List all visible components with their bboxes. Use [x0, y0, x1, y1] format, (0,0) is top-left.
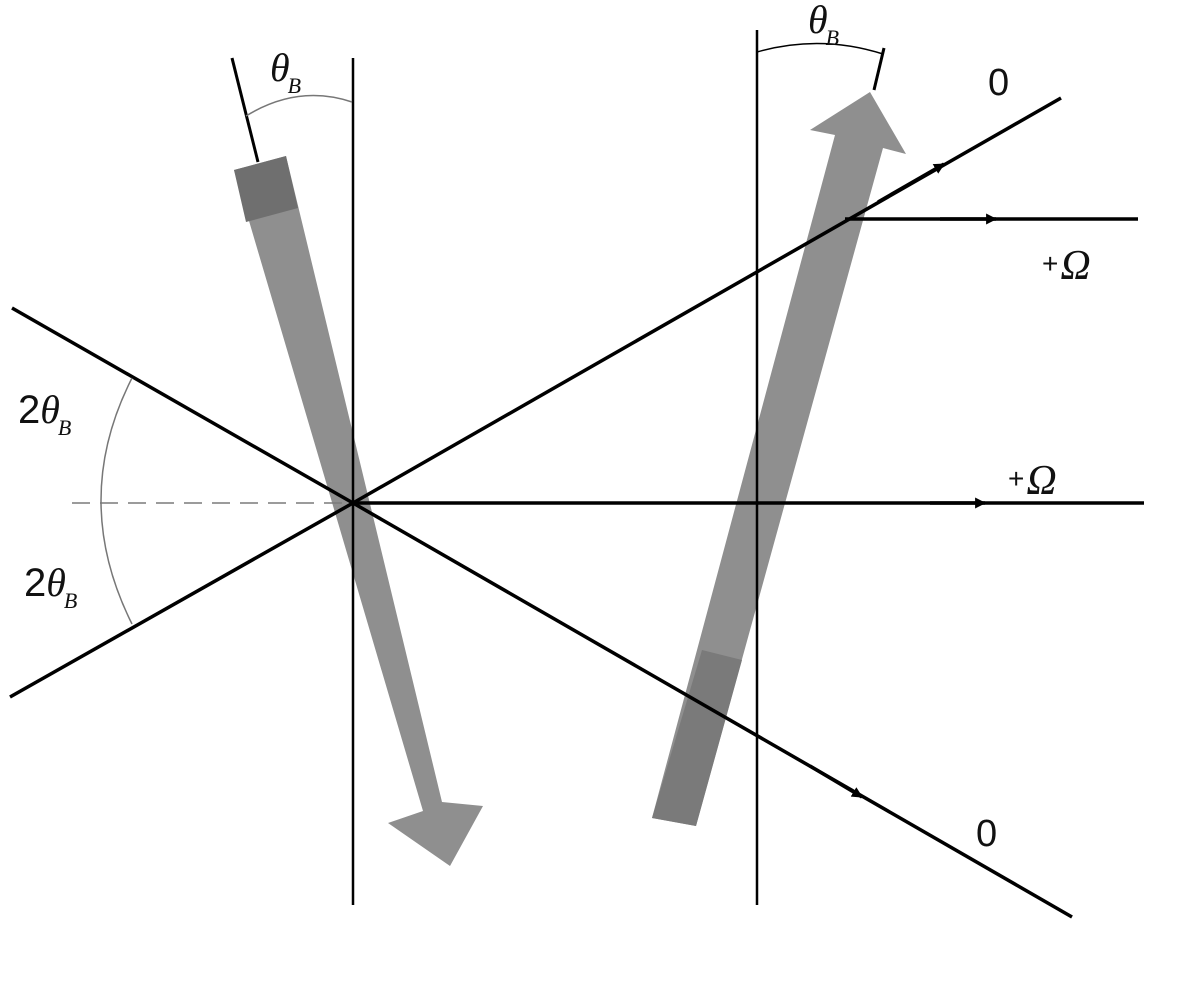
- label-order-zero-upper: 0: [988, 62, 1010, 104]
- label-two-theta-b-upper: 2θB: [18, 387, 71, 439]
- left-theta-arc: [245, 94, 353, 117]
- right-angle-tick: [872, 47, 886, 91]
- beam-arrows: [234, 92, 906, 866]
- theta-symbol: θ: [808, 0, 828, 42]
- ray-upper-zero-order-arrow: [877, 162, 945, 204]
- theta-subscript: B: [63, 588, 78, 613]
- label-order-zero-lower: 0: [976, 813, 998, 855]
- incident-beam-dark-tip: [234, 156, 298, 222]
- two-digit: 2: [24, 561, 47, 605]
- reflected-beam-dark-end: [652, 650, 742, 826]
- label-theta-b-left: θB: [270, 45, 301, 97]
- label-plus-omega-middle: +Ω: [1008, 460, 1057, 502]
- label-two-theta-b-lower: 2θB: [24, 560, 77, 612]
- double-theta-arc: [100, 377, 133, 625]
- ray-upper-zero-order: [352, 96, 1062, 505]
- label-plus-omega-upper: +Ω: [1042, 245, 1091, 287]
- reflected-beam-arrow: [652, 92, 906, 826]
- plus-sign: +: [1042, 248, 1059, 279]
- omega-symbol: Ω: [1026, 458, 1057, 504]
- plus-sign: +: [1008, 463, 1025, 494]
- label-theta-b-right: θB: [808, 0, 839, 49]
- theta-symbol: θ: [46, 560, 66, 605]
- theta-subscript: B: [57, 415, 72, 440]
- ray-lower-zero-order-arrow: [809, 764, 863, 799]
- theta-symbol: θ: [270, 45, 290, 90]
- omega-symbol: Ω: [1060, 243, 1091, 289]
- ray-lower-left: [9, 501, 354, 699]
- theta-subscript: B: [287, 73, 302, 98]
- left-angle-tick: [230, 57, 260, 163]
- theta-subscript: B: [825, 25, 840, 50]
- ray-upper-left: [11, 306, 354, 505]
- two-digit: 2: [18, 388, 41, 432]
- right-theta-arc: [756, 42, 884, 55]
- incident-beam-arrow: [234, 156, 483, 866]
- ray-lower-zero-order: [352, 501, 1073, 919]
- theta-symbol: θ: [40, 387, 60, 432]
